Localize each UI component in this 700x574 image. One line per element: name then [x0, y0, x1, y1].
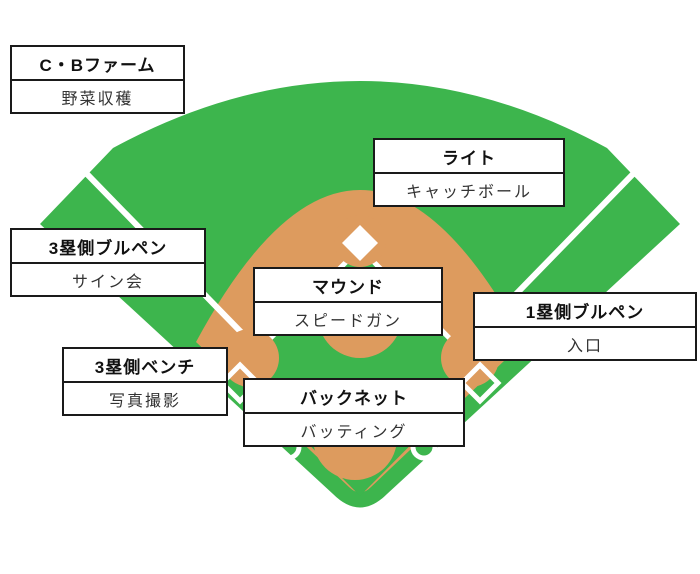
third-base — [218, 361, 262, 405]
label-third-base-bullpen-title: 3塁側ブルペン — [12, 230, 204, 264]
label-first-base-bullpen-subtitle: 入口 — [566, 337, 603, 355]
second-base — [342, 225, 378, 261]
label-backnet-subtitle: バッティング — [300, 423, 408, 441]
label-mound-title: マウンド — [255, 269, 441, 303]
label-cb-farm: C・Bファーム 野菜収穫 — [10, 45, 185, 114]
label-third-base-bullpen: 3塁側ブルペン サイン会 — [10, 228, 206, 297]
label-backnet: バックネット バッティング — [243, 378, 465, 447]
label-cb-farm-subtitle: 野菜収穫 — [61, 90, 134, 108]
label-mound: マウンド スピードガン — [253, 267, 443, 336]
label-right-field-title: ライト — [375, 140, 563, 174]
label-third-base-bench: 3塁側ベンチ 写真撮影 — [62, 347, 228, 416]
label-first-base-bullpen-title: 1塁側ブルペン — [475, 294, 695, 328]
label-third-base-bullpen-subtitle: サイン会 — [71, 273, 144, 291]
label-mound-subtitle: スピードガン — [293, 312, 402, 330]
label-right-field: ライト キャッチボール — [373, 138, 565, 207]
label-third-base-bench-title: 3塁側ベンチ — [64, 349, 226, 383]
label-backnet-title: バックネット — [245, 380, 463, 414]
label-right-field-subtitle: キャッチボール — [405, 183, 532, 201]
label-third-base-bench-subtitle: 写真撮影 — [108, 392, 181, 410]
label-first-base-bullpen: 1塁側ブルペン 入口 — [473, 292, 697, 361]
first-base — [458, 361, 502, 405]
label-cb-farm-title: C・Bファーム — [12, 47, 183, 81]
